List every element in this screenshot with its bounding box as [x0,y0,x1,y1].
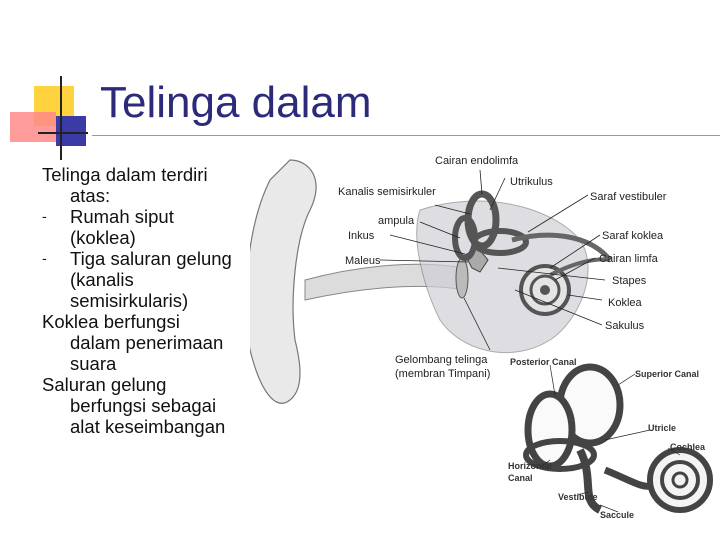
title-divider [92,135,720,136]
body-line: berfungsi sebagai [70,395,217,416]
bullet-item: - Rumah siput [42,206,257,227]
body-line: alat keseimbangan [70,416,226,437]
label-saraf-koklea: Saraf koklea [602,230,664,242]
tympanic-membrane [455,257,469,299]
label-canal: Canal [508,473,533,483]
label-kanalis: Kanalis semisirkuler [338,186,436,198]
horizontal-canal-shape [523,438,597,472]
leader-lines [379,169,606,351]
label-saraf-vestibuler: Saraf vestibuler [590,191,667,203]
label-posterior-canal: Posterior Canal [510,357,577,367]
label-cairan-endolimfa: Cairan endolimfa [435,155,519,167]
cochlea-inner-turn [529,274,561,306]
bullet-item: - Tiga saluran gelung [42,248,257,269]
body-line: (kanalis [70,269,134,290]
body-line: Koklea berfungsi [42,311,180,332]
label-utricle: Utricle [648,423,676,433]
label-cochlea: Cochlea [670,442,706,452]
label-sakulus: Sakulus [605,320,645,332]
nerve-shape [511,232,612,262]
label-horizontal: Horizontal [508,461,552,471]
deco-vertical-line [60,76,62,160]
cochlea-spiral-inner [660,460,700,500]
deco-red-square [10,112,56,142]
cochlea-spiral-shape [647,447,713,513]
label-saccule: Saccule [600,510,634,520]
cochlea-center [540,285,550,295]
label-superior-canal: Superior Canal [635,369,699,379]
label-koklea: Koklea [608,297,643,309]
vestibule-shape [576,448,603,514]
label-utrikulus: Utrikulus [510,176,553,188]
body-line: atas: [70,185,111,206]
semicircular-canal [452,215,478,261]
body-line: semisirkularis) [70,290,189,311]
bullet-text: Tiga saluran gelung [70,248,232,269]
label-ampula: ampula [378,215,415,227]
label-gelombang: Gelombang telinga [395,354,488,366]
label-stapes: Stapes [612,275,647,287]
body-line: Telinga dalam terdiri [42,164,208,185]
posterior-canal-shape [524,390,576,470]
label-membran: (membran Timpani) [395,368,490,380]
dash-marker: - [42,208,47,224]
labyrinth-leaders [539,364,681,513]
deco-horizontal-line [38,132,88,134]
label-vestibule: Vestibule [558,492,598,502]
cochlea-duct-shape [603,466,655,490]
body-line: (koklea) [70,227,136,248]
body-line: suara [70,353,117,374]
body-line: dalam penerimaan [70,332,224,353]
outer-ear-shape [250,159,317,404]
label-inkus: Inkus [348,230,375,242]
nerve-shape [549,257,611,277]
labyrinth-diagram [523,363,713,514]
ear-diagram: Cairan endolimfa Utrikulus Kanalis semis… [250,155,713,520]
slide-title: Telinga dalam [100,78,372,127]
body-line: Saluran gelung [42,374,167,395]
body-text: Telinga dalam terdiri atas: - Rumah siput… [42,164,257,437]
label-maleus: Maleus [345,255,381,267]
label-cairan-limfa: Cairan limfa [599,253,659,265]
bullet-text: Rumah siput [70,206,174,227]
cochlea-spiral-center [671,471,689,489]
dash-marker: - [42,250,47,266]
